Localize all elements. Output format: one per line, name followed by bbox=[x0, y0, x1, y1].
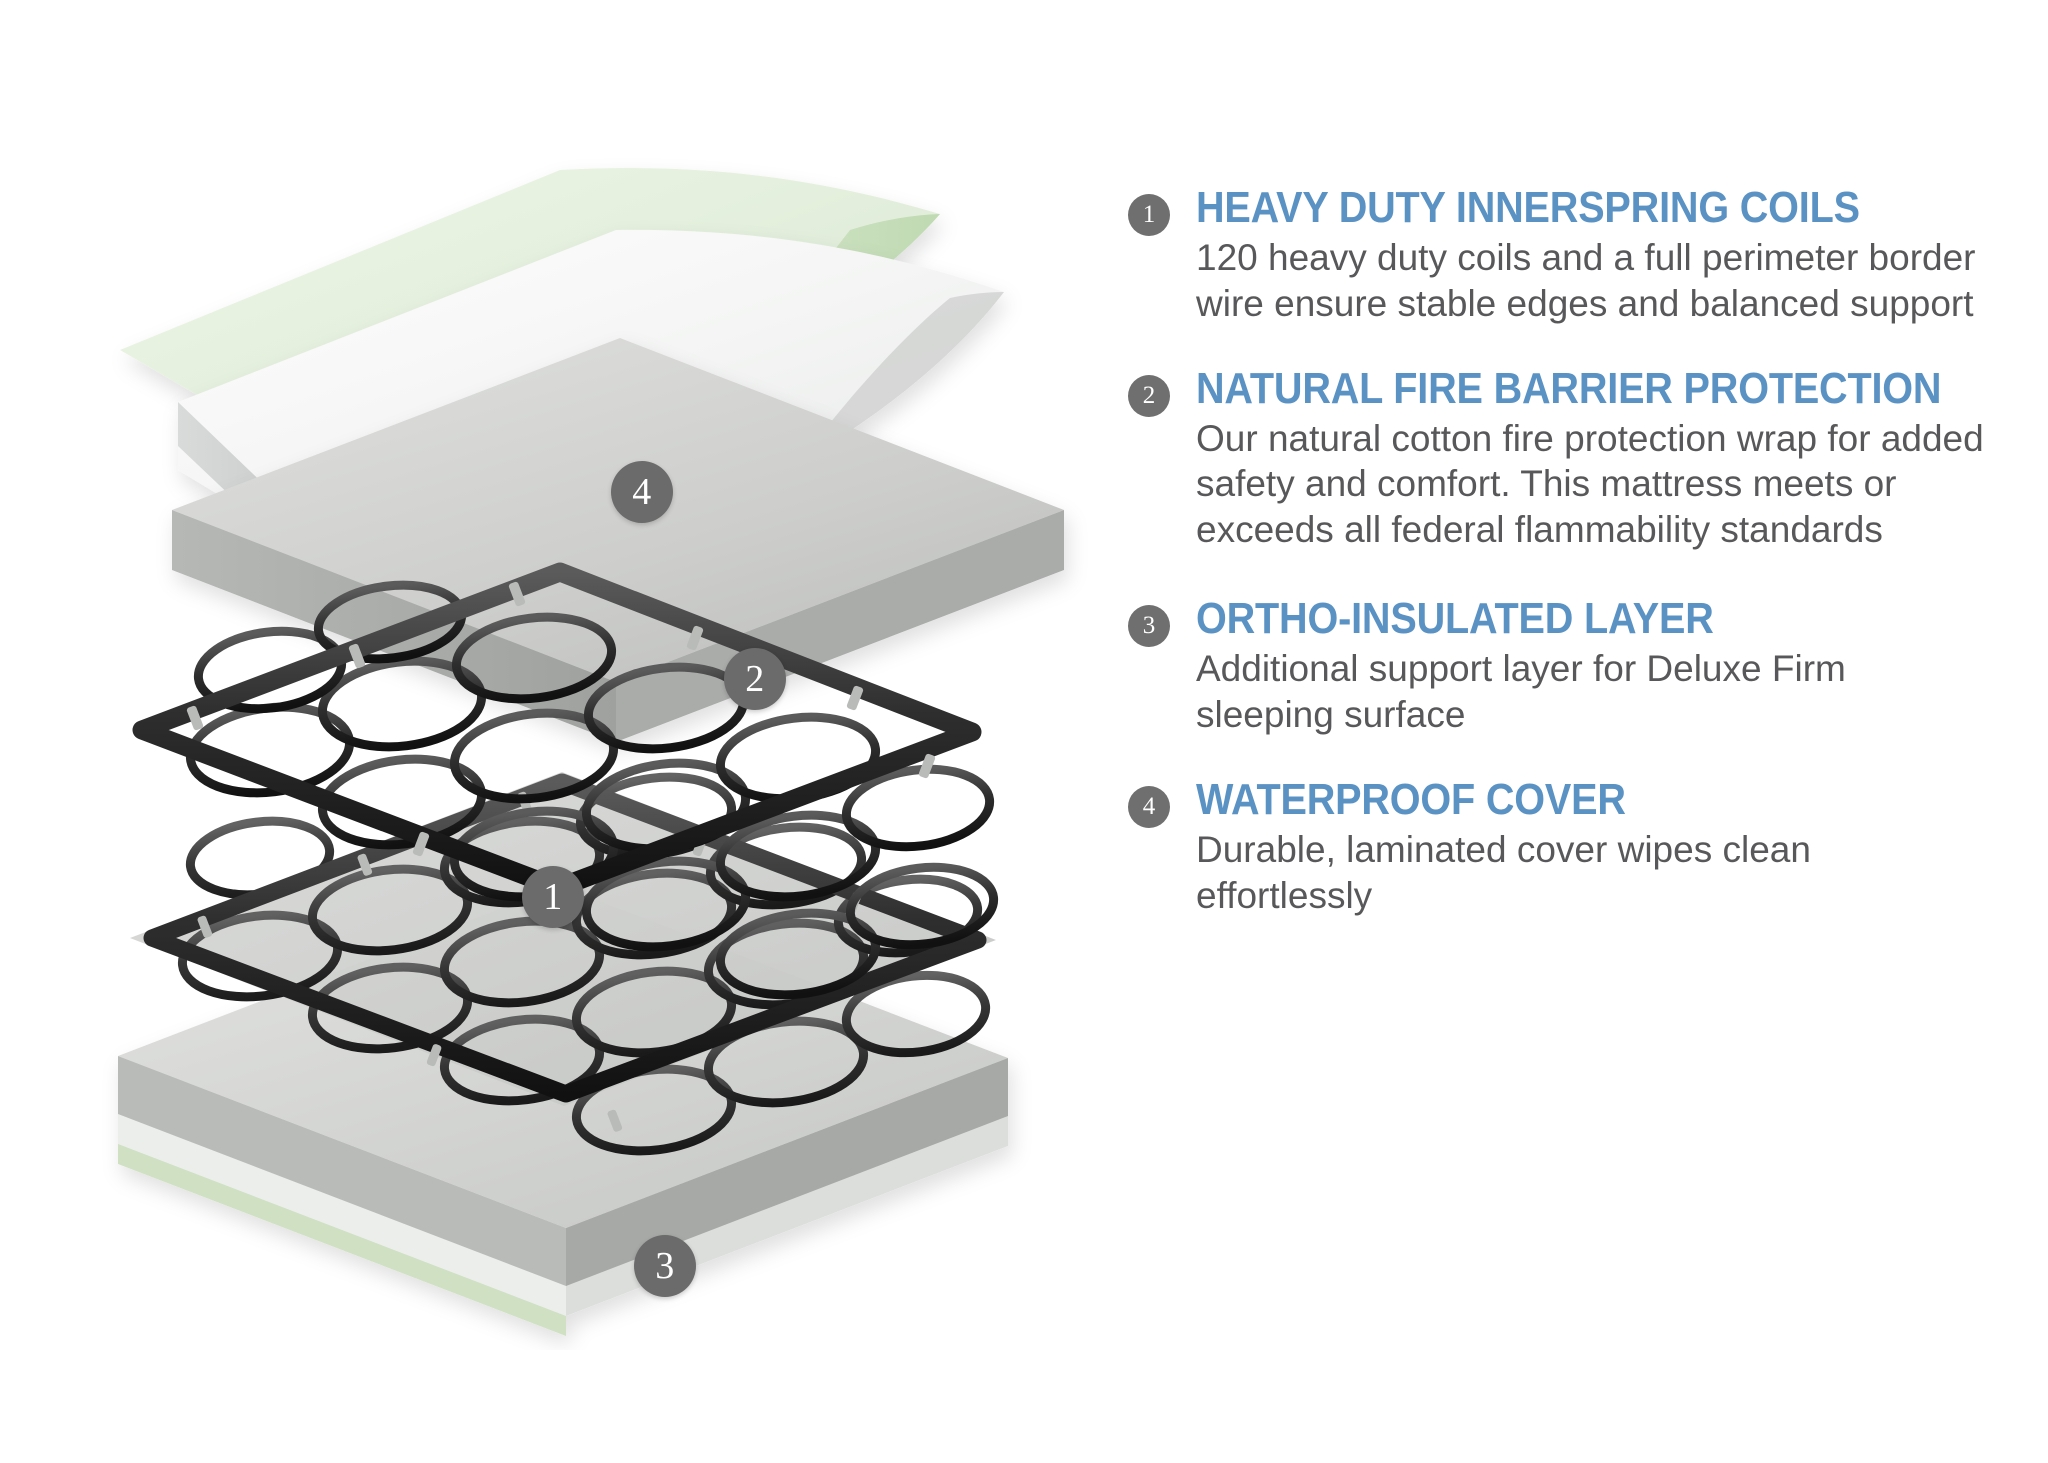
legend-body-2: NATURAL FIRE BARRIER PROTECTION Our natu… bbox=[1196, 363, 1988, 554]
legend-item-innerspring-coils: 1 HEAVY DUTY INNERSPRING COILS 120 heavy… bbox=[1128, 183, 1988, 327]
legend-description-3: Additional support layer for Deluxe Firm… bbox=[1196, 648, 1846, 735]
diagram-badge-4[interactable]: 4 bbox=[611, 461, 673, 523]
legend-number-2: 2 bbox=[1128, 374, 1170, 417]
legend-body-3: ORTHO-INSULATED LAYER Additional support… bbox=[1196, 594, 1988, 738]
legend-title-4: WATERPROOF COVER bbox=[1196, 774, 1626, 824]
diagram-badge-2[interactable]: 2 bbox=[724, 648, 786, 710]
diagram-svg bbox=[118, 167, 1064, 1336]
legend-item-waterproof-cover: 4 WATERPROOF COVER Durable, laminated co… bbox=[1128, 774, 1988, 919]
legend-title-2: NATURAL FIRE BARRIER PROTECTION bbox=[1196, 363, 1942, 413]
layer-innerspring-coils bbox=[130, 562, 999, 1156]
diagram-badge-1[interactable]: 1 bbox=[522, 866, 584, 928]
legend-body-1: HEAVY DUTY INNERSPRING COILS 120 heavy d… bbox=[1196, 183, 1988, 327]
feature-legend-list: 1 HEAVY DUTY INNERSPRING COILS 120 heavy… bbox=[1128, 183, 1988, 919]
diagram-badge-3[interactable]: 3 bbox=[634, 1235, 696, 1297]
legend-description-1: 120 heavy duty coils and a full perimete… bbox=[1196, 236, 1976, 324]
legend-description-2: Our natural cotton fire protection wrap … bbox=[1196, 417, 1984, 551]
legend-number-3: 3 bbox=[1128, 605, 1170, 648]
legend-body-4: WATERPROOF COVER Durable, laminated cove… bbox=[1196, 774, 1988, 919]
legend-title-1: HEAVY DUTY INNERSPRING COILS bbox=[1196, 183, 1860, 232]
legend-description-4: Durable, laminated cover wipes clean eff… bbox=[1196, 828, 1811, 916]
legend-number-4: 4 bbox=[1128, 785, 1170, 828]
mattress-exploded-diagram: 4 2 1 3 bbox=[60, 110, 1100, 1350]
legend-title-3: ORTHO-INSULATED LAYER bbox=[1196, 594, 1714, 644]
legend-item-fire-barrier: 2 NATURAL FIRE BARRIER PROTECTION Our na… bbox=[1128, 363, 1988, 554]
legend-item-ortho-insulated-layer: 3 ORTHO-INSULATED LAYER Additional suppo… bbox=[1128, 594, 1988, 738]
legend-number-1: 1 bbox=[1128, 194, 1170, 236]
